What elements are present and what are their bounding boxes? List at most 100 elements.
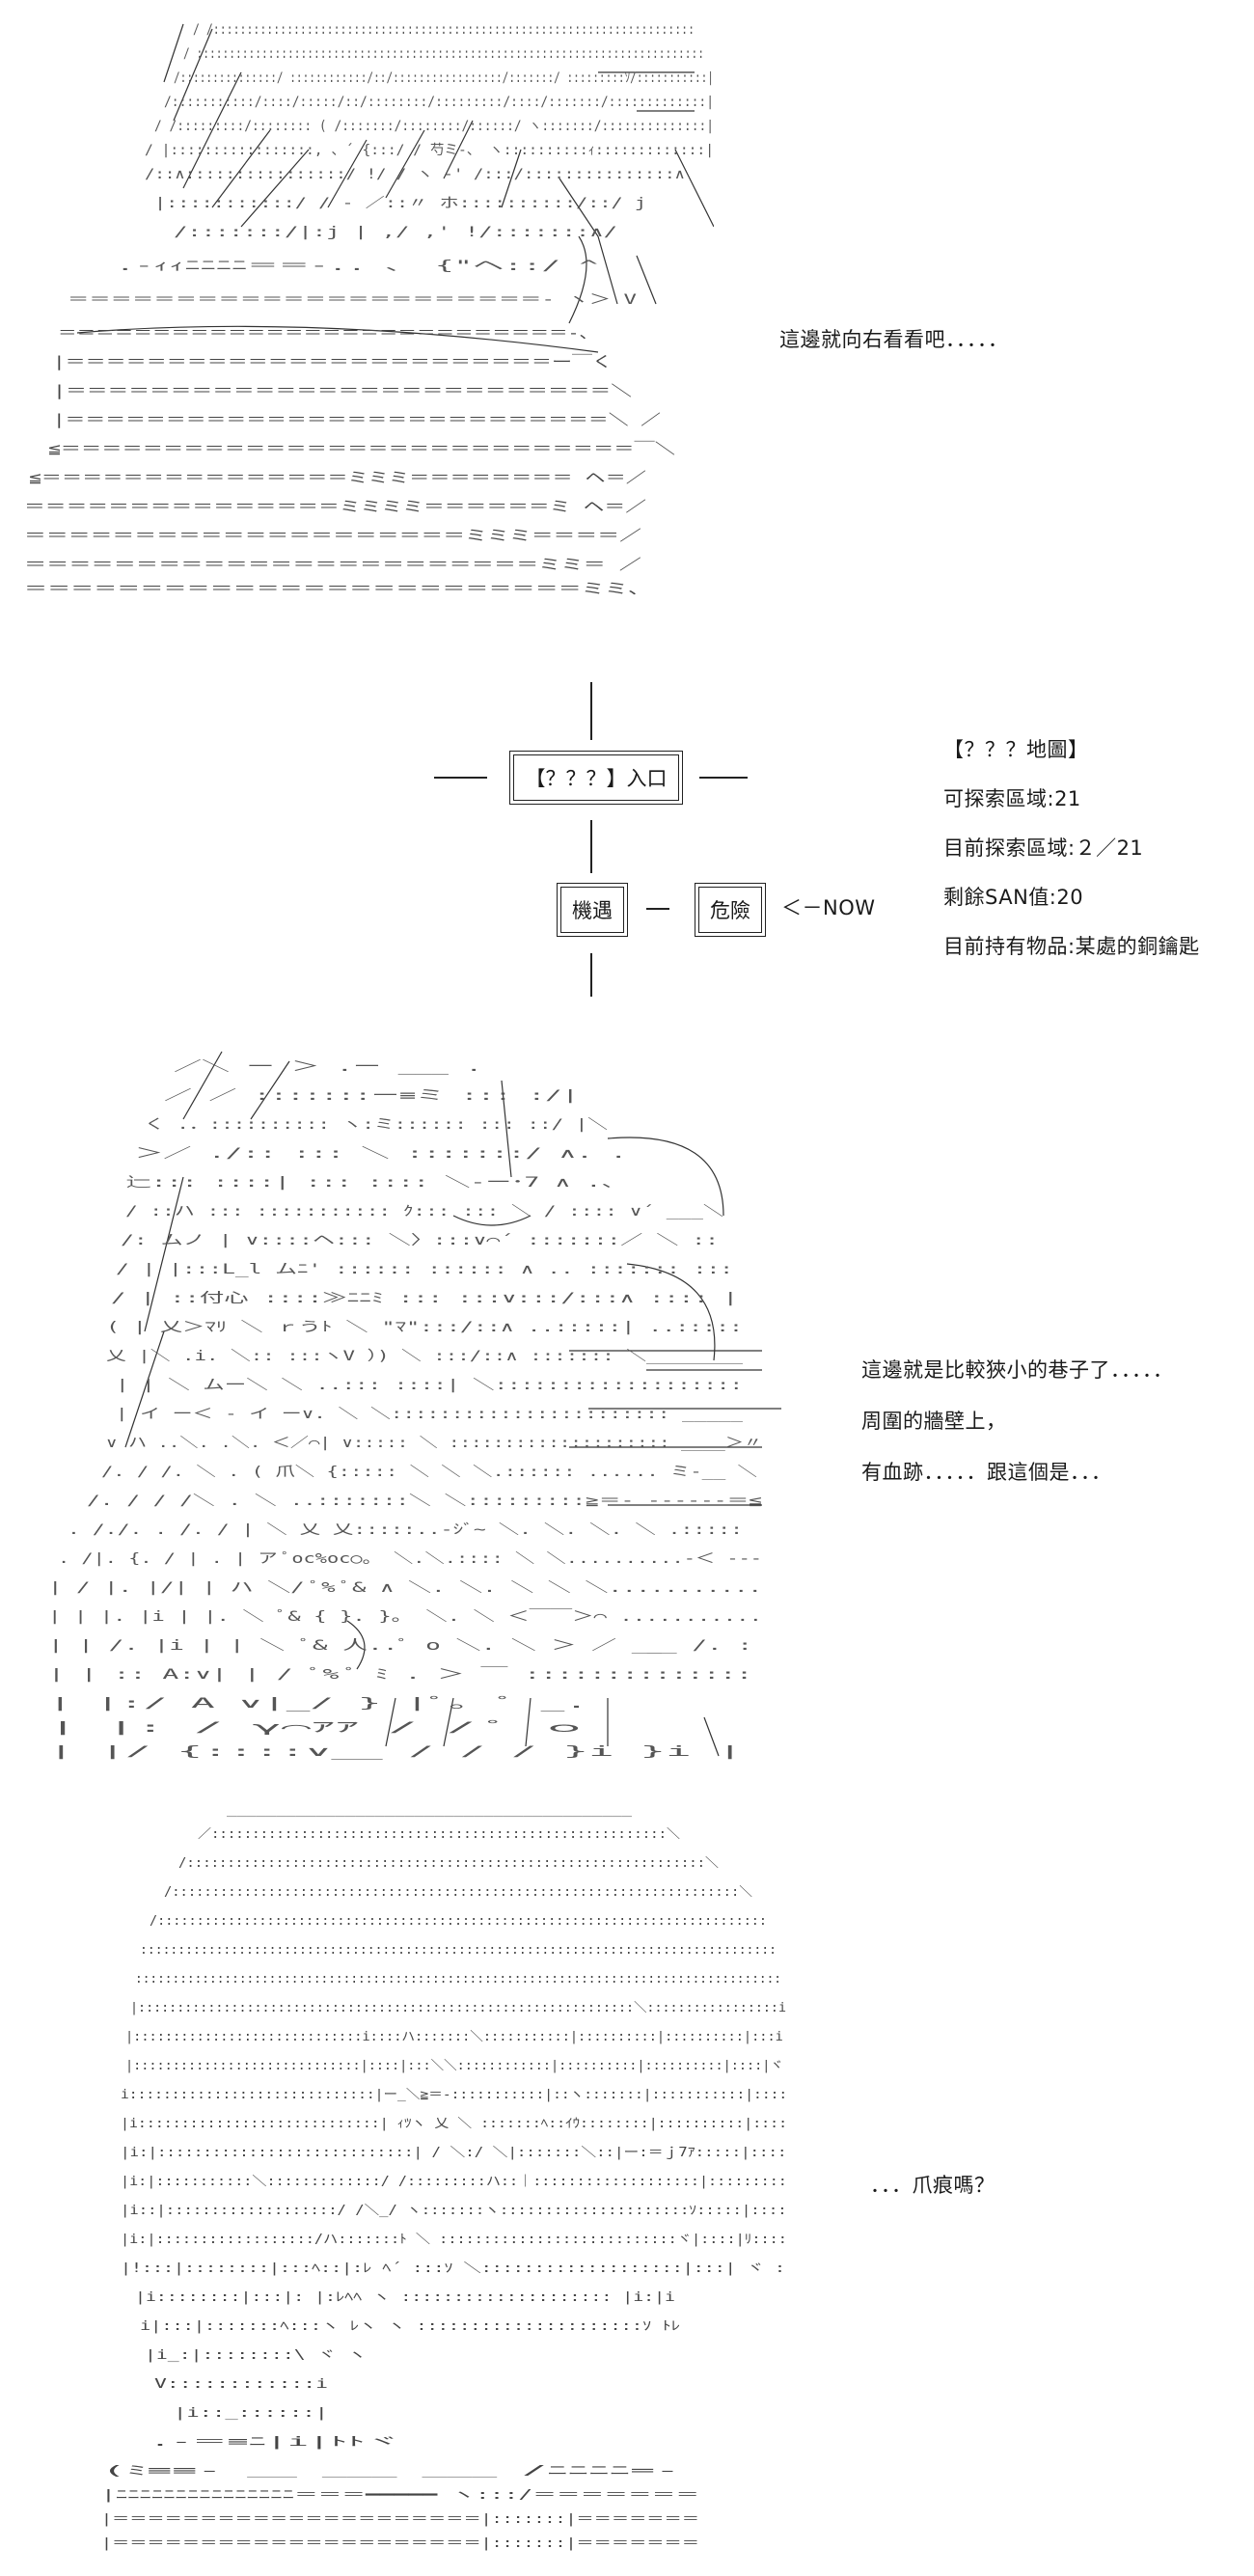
svg-text:/. / /. ＼ . ( 爪＼ {::::: ＼ ＼: /. / /. ＼ . ( 爪＼ {::::: ＼ ＼ ＼.:::::: ...…	[101, 1465, 757, 1480]
svg-text:|:::::::::::/ / - ／: |:::::::::::/ / - ／::〃 ホ::::::::::/::/ j	[154, 196, 646, 211]
map-san: 剩餘SAN值:20	[943, 886, 1084, 909]
svg-text:/ | ::付心 ::::≫ﾆﾆﾐ ::: :::∨::: / | ::付心 ::::≫ﾆﾆﾐ ::: :::∨:::/:::∧ :::: …	[111, 1291, 738, 1306]
map-room-opportunity: 機遇	[557, 883, 628, 937]
svg-text:/ /:::::::::/:::::::: ( /:::::: / /:::::::::/:::::::: ( /:::::::/:::::::…	[154, 119, 714, 134]
svg-text:/ ::ハ ::: ::::::::::: ｸ:::: / ::ハ ::: ::::::::::: ｸ::: ::: ＼ / :::: …	[125, 1204, 723, 1219]
svg-text:______________________________: ________________________________________…	[227, 1803, 632, 1818]
panel-1: / /:::::::::::::::::::::::::::::::::::::…	[0, 0, 1254, 617]
panel-1-caption: 這邊就向右看看吧．．．．．	[779, 328, 1009, 351]
panel-4-caption: ．．．爪痕嗎？	[870, 2174, 995, 2197]
map-current-marker: ＜－NOW	[781, 896, 876, 919]
svg-text:| |: / γ⌒ｱｱ / / ﾟ ｏ: | |: / γ⌒ｱｱ / / ﾟ ｏ	[48, 1720, 588, 1736]
map-path-connector	[646, 908, 669, 910]
svg-text:/ ::::::::::::::::::::::::::::: / ::::::::::::::::::::::::::::::::::::::…	[183, 46, 704, 62]
svg-text:|＝＝＝＝＝＝＝＝＝＝＝＝＝＝＝＝＝＝＝＝＝|:::::::: |＝＝＝＝＝＝＝＝＝＝＝＝＝＝＝＝＝＝＝＝＝|:::::::|＝＝＝＝＝＝＝	[101, 2536, 699, 2551]
svg-text:(ﾐ≡≡- __ ___ ___: (ﾐ≡≡- __ ___ ___ /ﾆﾆﾆﾆ=-	[101, 2464, 680, 2479]
panel-2-map: 【？？？】入口 機遇 危險 ＜－NOW 【？？？地圖】 可探索區域:21 目前探…	[0, 617, 1254, 1003]
svg-text:/. / / /＼ . ＼ ..:::::::＼ ＼:: /. / / /＼ . ＼ ..:::::::＼ ＼:::::::::≧＝- -…	[87, 1494, 762, 1509]
map-path-right	[699, 777, 748, 779]
svg-text:／＼ ー ＞ .ー ___ .: ／＼ ー ＞ .ー ___ .	[174, 1059, 482, 1075]
svg-text:＝＝＝＝＝＝＝＝＝＝＝＝＝＝＝＝＝＝＝＝＝＝- ヽ: ＝＝＝＝＝＝＝＝＝＝＝＝＝＝＝＝＝＝＝＝＝＝- ヽ＞ V	[68, 292, 638, 308]
svg-text:| | /. |i | | ＼ ﾟ& 人..ﾟ: | | /. |i | | ＼ ﾟ& 人..ﾟ o ＼. ＼ ＞ ／ ___ /…	[48, 1638, 752, 1654]
svg-text:|＝＝＝＝＝＝＝＝＝＝＝＝＝＝＝＝＝＝＝＝＝＝＝＝＝＝＼: |＝＝＝＝＝＝＝＝＝＝＝＝＝＝＝＝＝＝＝＝＝＝＝＝＝＝＼	[53, 382, 632, 399]
svg-text:. /./. . /. / | ＼ 乂 乂:::::..: . /./. . /. / | ＼ 乂 乂:::::..-ｼﾞ~ ＼. ＼. ＼…	[68, 1522, 743, 1538]
svg-text:|i:|::::::::::::::::::::::::::: |i:|::::::::::::::::::::::::::::| / ＼:/ …	[121, 2146, 786, 2160]
svg-text:＝＝＝＝＝＝＝＝＝＝＝＝＝＝＝ミミミミ＝＝＝＝＝＝ミ ヘ＝／: ＝＝＝＝＝＝＝＝＝＝＝＝＝＝＝ミミミミ＝＝＝＝＝＝ミ ヘ＝／	[24, 498, 646, 515]
svg-text:.-ｨｨﾆﾆﾆﾆ＝＝-.. 、 {"ヘ::: .-ｨｨﾆﾆﾆﾆ＝＝-.. 、 {"ヘ::/ ^	[116, 259, 598, 274]
svg-text:| | |. |i | |. ＼ ﾟ& { }.: | | |. |i | |. ＼ ﾟ& { }. }。 ＼. ＼ ＜￣￣＞⌒ .…	[48, 1609, 762, 1625]
svg-text:| / |. |/| | ハ ＼/ ﾟ% ﾟ& ∧: | / |. |/| | ハ ＼/ ﾟ% ﾟ& ∧ ＼. ＼. ＼ ＼ ＼...…	[48, 1580, 762, 1596]
panel-3-captions: 這邊就是比較狹小的巷子了．．．．． 周圍的牆壁上， 有血跡．．．．．跟這個是．．…	[861, 1360, 1174, 1512]
ascii-art-wall-with-claw-marks: ________________________________________…	[92, 1795, 786, 2557]
ascii-art-narrow-alley-scene: ／＼ ー ＞ .ー ___ . ／ ／ :::::::ー≡ミ ::: :/| く…	[29, 1042, 791, 1775]
svg-text:/:::::::::::::::::::::::::::::: /:::::::::::::::::::::::::::::::::::::::…	[164, 1885, 752, 1900]
svg-text:/:::::::::::::::/ ::::::::::::: /:::::::::::::::/ ::::::::::::/::/::::::…	[174, 70, 714, 86]
svg-text:i:::::::::::::::::::::::::::::: i:::::::::::::::::::::::::::::|ー_＼≧＝-:::…	[121, 2088, 786, 2102]
svg-text:／:::::::::::::::::::::::::::::: ／:::::::::::::::::::::::::::::::::::::::…	[198, 1827, 680, 1842]
svg-text:/::∧::::::::::::::::/ !/: /::∧::::::::::::::::/ !/ / ヽ -' /:::/:::…	[145, 167, 685, 182]
svg-text:∨ ハ ..＼. .＼. ＜／⌒| ∨::::: ＼ ::: ∨ ハ ..＼. .＼. ＜／⌒| ∨::::: ＼ :::::::::::::…	[106, 1436, 762, 1451]
svg-text:/ | |:::L_l ムﾆ' :::::: :::: / | |:::L_l ムﾆ' :::::: :::::: ∧ .. :::::…	[116, 1262, 733, 1277]
map-path-top	[590, 682, 592, 740]
svg-text:|i::::::::::::::::::::::::::::: |i::::::::::::::::::::::::::::| ｨﾂヽ 乂 ＼ …	[121, 2117, 786, 2131]
svg-text:辷::: ::::| ::: :::: ＼-ー･7: 辷::: ::::| ::: :::: ＼-ー･7 ∧ .、	[125, 1175, 627, 1191]
map-room-entrance: 【？？？】入口	[509, 751, 683, 805]
map-path-bottom	[590, 953, 592, 997]
svg-text:|＝＝＝＝＝＝＝＝＝＝＝＝＝＝＝＝＝＝＝＝＝|:::::::: |＝＝＝＝＝＝＝＝＝＝＝＝＝＝＝＝＝＝＝＝＝|:::::::|＝＝＝＝＝＝＝	[101, 2512, 699, 2527]
svg-text:＞／ ./:: ::: ＼ :::::::/ ∧. .: ＞／ ./:: ::: ＼ :::::::/ ∧. .	[135, 1146, 627, 1162]
svg-text:( | 乂＞ﾏﾘ ＼ ｒうﾄ ＼ "ﾏ":::/::∧ .: ( | 乂＞ﾏﾘ ＼ ｒうﾄ ＼ "ﾏ":::/::∧ ..:::::| ..:…	[106, 1320, 743, 1335]
svg-text:|ﾆﾆﾆﾆﾆﾆﾆﾆﾆﾆﾆﾆﾆﾆﾆ＝＝＝━━━━━ ヽ:::: |ﾆﾆﾆﾆﾆﾆﾆﾆﾆﾆﾆﾆﾆﾆﾆ＝＝＝━━━━━ ヽ:::/＝＝＝＝＝＝＝	[101, 2488, 699, 2503]
svg-text:/:::::::::::/::::/:::::/::/:::: /:::::::::::/::::/:::::/::/::::::::/::::…	[164, 95, 714, 110]
svg-text:＝＝＝＝＝＝＝＝＝＝＝＝＝＝＝＝＝＝＝＝＝＝＝＝＝＝＝-、: ＝＝＝＝＝＝＝＝＝＝＝＝＝＝＝＝＝＝＝＝＝＝＝＝＝＝＝-、	[58, 324, 598, 342]
map-path-left	[434, 777, 487, 779]
svg-text:|i::|:::::::::::::::::::/ /＼_/: |i::|:::::::::::::::::::/ /＼_/ ヽ:::::::ヽ…	[121, 2204, 786, 2218]
svg-text:乂 |＼ .i. ＼:: :::ヽV ）) ＼ :::/: 乂 |＼ .i. ＼:: :::ヽV ）) ＼ :::/::∧ ::::::: …	[106, 1349, 744, 1364]
map-path-middle	[590, 820, 592, 873]
svg-text:/ /:::::::::::::::::::::::::::: / /:::::::::::::::::::::::::::::::::::::…	[193, 22, 695, 38]
panel-3: ／＼ ー ＞ .ー ___ . ／ ／ :::::::ー≡ミ ::: :/| く…	[0, 1023, 1254, 1785]
panel-3-line-2: 周圍的牆壁上，	[861, 1410, 1007, 1433]
svg-text:|:::::::::::::::::::::::::::::: |:::::::::::::::::::::::::::::|::::|:::＼…	[125, 2059, 786, 2073]
panel-3-line-1: 這邊就是比較狹小的巷子了．．．．．	[861, 1358, 1174, 1382]
svg-text:|i::_::::::|: |i::_::::::|	[174, 2406, 328, 2421]
svg-text:＝＝＝＝＝＝＝＝＝＝＝＝＝＝＝＝＝＝＝＝＝＝＝ミミ＝ ／: ＝＝＝＝＝＝＝＝＝＝＝＝＝＝＝＝＝＝＝＝＝＝＝ミミ＝ ／	[24, 556, 641, 573]
ascii-art-character-looking-right: / /:::::::::::::::::::::::::::::::::::::…	[19, 14, 714, 603]
svg-text:＝＝＝＝＝＝＝＝＝＝＝＝＝＝＝＝＝＝＝＝＝＝＝＝ミミ、: ＝＝＝＝＝＝＝＝＝＝＝＝＝＝＝＝＝＝＝＝＝＝＝＝ミミ、	[24, 580, 651, 597]
svg-text:/:::::::/|:j | ,/ ,: /:::::::/|:j | ,/ ,' !/:::::::∧/	[174, 225, 617, 240]
svg-text:V::::::::::::i: V::::::::::::i	[154, 2377, 328, 2392]
svg-text:/: ムノ | ∨::::ヘ::: ＼〉:::∨⌒´ ::: /: ムノ | ∨::::ヘ::: ＼〉:::∨⌒´ :::::::／ ＼ ::	[121, 1233, 719, 1248]
svg-text:／ ／ :::::::ー≡ミ ::: :/|: ／ ／ :::::::ー≡ミ ::: :/|	[164, 1088, 579, 1104]
svg-text:|＝＝＝＝＝＝＝＝＝＝＝＝＝＝＝＝＝＝＝＝＝＝＝＝ー￣く: |＝＝＝＝＝＝＝＝＝＝＝＝＝＝＝＝＝＝＝＝＝＝＝＝ー￣く	[53, 353, 613, 370]
map-explored: 目前探索區域:２／21	[943, 836, 1144, 860]
svg-text:/ |:::::::::::::::::, 、´ {:::: / |:::::::::::::::::, 、´ {:::/ / 芍ミ-、 ヽ:…	[145, 143, 714, 158]
svg-text:| | :: A:∨| | / ﾟ% ﾟ ﾐ: | | :: A:∨| | / ﾟ% ﾟ ﾐ . ＞ ￣ :::::::::::…	[48, 1667, 752, 1683]
map-title: 【？？？地圖】	[943, 738, 1089, 761]
svg-text:≦＝＝＝＝＝＝＝＝＝＝＝＝＝＝＝ミミミ＝＝＝＝＝＝＝＝ ヘ＝: ≦＝＝＝＝＝＝＝＝＝＝＝＝＝＝＝ミミミ＝＝＝＝＝＝＝＝ ヘ＝／	[29, 469, 646, 486]
svg-text:| イ ー＜ - イ ー∨. ＼ ＼::::::: | イ ー＜ - イ ー∨. ＼ ＼::::::::::::::::::::::…	[116, 1407, 744, 1422]
svg-text:|＝＝＝＝＝＝＝＝＝＝＝＝＝＝＝＝＝＝＝＝＝＝＝＝＝＝＝＼: |＝＝＝＝＝＝＝＝＝＝＝＝＝＝＝＝＝＝＝＝＝＝＝＝＝＝＝＼ ／	[53, 411, 661, 428]
svg-text:|:::::::::::::::::::::::::::::: |:::::::::::::::::::::::::::::::::::::::…	[130, 2001, 786, 2015]
panel-3-line-3: 有血跡．．．．．跟這個是．．．	[861, 1461, 1112, 1484]
svg-text:/:::::::::::::::::::::::::::::: /:::::::::::::::::::::::::::::::::::::::…	[178, 1856, 719, 1871]
svg-text:::::::::::::::::::::::::::::::: ::::::::::::::::::::::::::::::::::::::::…	[135, 1972, 781, 1987]
svg-text:|!:::|::::::::|:::ﾍ::|:ﾚ ﾍ´: |!:::|::::::::|:::ﾍ::|:ﾚ ﾍ´ :::ｿ ＼::::::…	[121, 2261, 786, 2276]
svg-text:|:::::::::::::::::::::::::::::: |:::::::::::::::::::::::::::::i::::ハ::::…	[125, 2030, 786, 2044]
svg-text:::::::::::::::::::::::::::::::: ::::::::::::::::::::::::::::::::::::::::…	[140, 1943, 777, 1958]
svg-text:/:::::::::::::::::::::::::::::: /:::::::::::::::::::::::::::::::::::::::…	[150, 1914, 767, 1929]
svg-text:|i::::::::|:::|: |:ﾚﾍﾍ ヽ ::: |i::::::::|:::|: |:ﾚﾍﾍ ヽ :::::::::::::::…	[135, 2290, 675, 2305]
map-room-danger: 危險	[695, 883, 766, 937]
map-explorable: 可探索區域:21	[943, 787, 1081, 810]
svg-text:i|:::|:::::::ﾍ:::ヽ ﾚヽ ヽ :::: i|:::|:::::::ﾍ:::ヽ ﾚヽ ヽ ::::::::::::::::…	[140, 2319, 680, 2334]
svg-text:| |/ {::::∨__ / / / }i: | |/ {::::∨__ / / / }i }i |	[48, 1744, 743, 1760]
svg-text:＝＝＝＝＝＝＝＝＝＝＝＝＝＝＝＝＝＝＝＝ミミミ＝＝＝＝／: ＝＝＝＝＝＝＝＝＝＝＝＝＝＝＝＝＝＝＝＝ミミミ＝＝＝＝／	[24, 527, 641, 544]
panel-4: ________________________________________…	[0, 1795, 1254, 2566]
svg-text:|i:|:::::::::::＼:::::::::::::/: |i:|:::::::::::＼:::::::::::::/ /::::::::…	[121, 2175, 786, 2189]
svg-text:.-＝≡ﾆ|i|ﾄﾄヾ: .-＝≡ﾆ|i|ﾄﾄヾ	[150, 2435, 400, 2450]
map-items: 目前持有物品:某處的銅鑰匙	[943, 935, 1200, 958]
map-status: 【？？？地圖】 可探索區域:21 目前探索區域:２／21 剩餘SAN值:20 目…	[943, 740, 1200, 986]
svg-text:|i:|::::::::::::::::::/ハ::::::: |i:|::::::::::::::::::/ハ:::::::ﾄ ＼ :::::…	[121, 2233, 786, 2247]
svg-text:|i_:|::::::::\ ヾ ヽ: |i_:|::::::::\ ヾ ヽ	[145, 2348, 367, 2363]
svg-text:| | ＼ ムー＼ ＼ ..::: :::: | | ＼ ムー＼ ＼ ..::: ::::| ＼:::::::::::::::…	[116, 1378, 743, 1393]
svg-text:| |:/ A ∨|_/ } |ﾟ。 ﾟ _.: | |:/ A ∨|_/ } |ﾟ。 ﾟ _.	[48, 1696, 588, 1712]
svg-text:く .．:::::::::: ヽ:ミ:::::: :::: く .．:::::::::: ヽ:ミ:::::: ::: ::/ |＼	[145, 1117, 608, 1133]
